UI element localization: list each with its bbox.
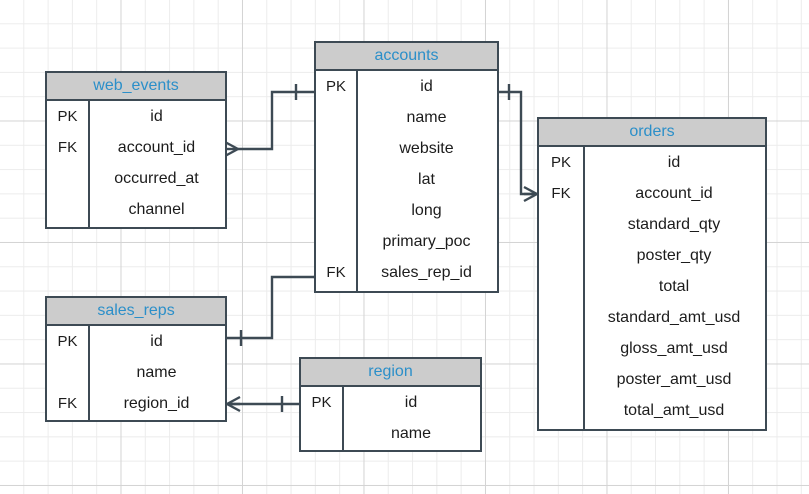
table-row[interactable]: name (47, 357, 225, 388)
entity-accounts[interactable]: accounts PK id name website lat long (314, 41, 499, 293)
key-column-divider (88, 326, 90, 420)
table-row[interactable]: FK sales_rep_id (316, 257, 497, 288)
entity-title-sales_reps: sales_reps (47, 298, 225, 326)
table-row[interactable]: FK account_id (539, 178, 765, 209)
row-field: website (399, 139, 454, 157)
key-column-divider (88, 101, 90, 227)
entity-web_events[interactable]: web_events PK id FK account_id occurred_… (45, 71, 227, 229)
relationship-sales_reps-accounts (227, 268, 328, 346)
table-row[interactable]: name (301, 418, 480, 449)
relationship-accounts-web_events (224, 84, 314, 158)
table-row[interactable]: PK id (47, 326, 225, 357)
table-row[interactable]: name (316, 102, 497, 133)
entity-title-orders: orders (539, 119, 765, 147)
row-field: id (404, 393, 418, 411)
row-field: total_amt_usd (623, 401, 725, 419)
key-column-divider (583, 147, 585, 429)
row-field: region_id (123, 394, 190, 412)
row-field: name (136, 363, 177, 381)
row-field: total (658, 277, 690, 295)
table-row[interactable]: channel (47, 194, 225, 225)
table-row[interactable]: long (316, 195, 497, 226)
row-field: name (406, 108, 447, 126)
table-row[interactable]: poster_qty (539, 240, 765, 271)
table-row[interactable]: standard_amt_usd (539, 302, 765, 333)
entity-sales_reps[interactable]: sales_reps PK id name FK region_id (45, 296, 227, 422)
row-field: id (150, 332, 163, 350)
row-key: PK (325, 78, 346, 95)
row-key: FK (57, 139, 78, 156)
row-field: name (390, 424, 432, 442)
row-key: FK (326, 264, 346, 281)
table-row[interactable]: PK id (539, 147, 765, 178)
key-column-divider (342, 387, 344, 450)
table-row[interactable]: occurred_at (47, 163, 225, 194)
table-row[interactable]: PK id (47, 101, 225, 132)
table-row[interactable]: PK id (316, 71, 497, 102)
row-key: PK (57, 108, 78, 125)
entity-title-web_events: web_events (47, 73, 225, 101)
table-row[interactable]: PK id (301, 387, 480, 418)
relationship-accounts-orders (499, 84, 538, 203)
row-field: standard_qty (627, 215, 721, 233)
table-row[interactable]: poster_amt_usd (539, 364, 765, 395)
row-field: channel (128, 200, 185, 218)
entity-orders[interactable]: orders PK id FK account_id standard_qty … (537, 117, 767, 431)
row-field: id (667, 153, 681, 171)
row-field: poster_qty (636, 246, 712, 264)
entity-body-sales_reps: PK id name FK region_id (47, 326, 225, 420)
row-field: occurred_at (114, 169, 199, 187)
table-row[interactable]: FK region_id (47, 388, 225, 419)
row-field: id (150, 107, 163, 125)
entity-body-orders: PK id FK account_id standard_qty poster_… (539, 147, 765, 429)
row-field: id (420, 77, 433, 95)
row-field: poster_amt_usd (616, 370, 732, 388)
table-row[interactable]: gloss_amt_usd (539, 333, 765, 364)
table-row[interactable]: FK account_id (47, 132, 225, 163)
relationship-region-sales_reps (226, 395, 299, 413)
entity-title-accounts: accounts (316, 43, 497, 71)
row-field: account_id (117, 138, 196, 156)
row-key: PK (550, 154, 571, 171)
row-key: PK (311, 394, 332, 411)
table-row[interactable]: primary_poc (316, 226, 497, 257)
entity-body-region: PK id name (301, 387, 480, 450)
row-key: PK (57, 333, 78, 350)
table-row[interactable]: total_amt_usd (539, 395, 765, 426)
entity-body-web_events: PK id FK account_id occurred_at channel (47, 101, 225, 227)
row-field: long (411, 201, 442, 219)
row-field: standard_amt_usd (607, 308, 741, 326)
entity-title-region: region (301, 359, 480, 387)
table-row[interactable]: total (539, 271, 765, 302)
key-column-divider (356, 71, 358, 291)
table-row[interactable]: standard_qty (539, 209, 765, 240)
row-key: FK (551, 185, 571, 202)
row-field: account_id (635, 184, 713, 202)
row-field: primary_poc (382, 232, 471, 250)
row-key: FK (57, 395, 78, 412)
row-field: sales_rep_id (381, 263, 472, 281)
entity-body-accounts: PK id name website lat long primary_p (316, 71, 497, 291)
entity-region[interactable]: region PK id name (299, 357, 482, 452)
table-row[interactable]: lat (316, 164, 497, 195)
table-row[interactable]: website (316, 133, 497, 164)
row-field: lat (418, 170, 435, 188)
row-field: gloss_amt_usd (620, 339, 728, 357)
